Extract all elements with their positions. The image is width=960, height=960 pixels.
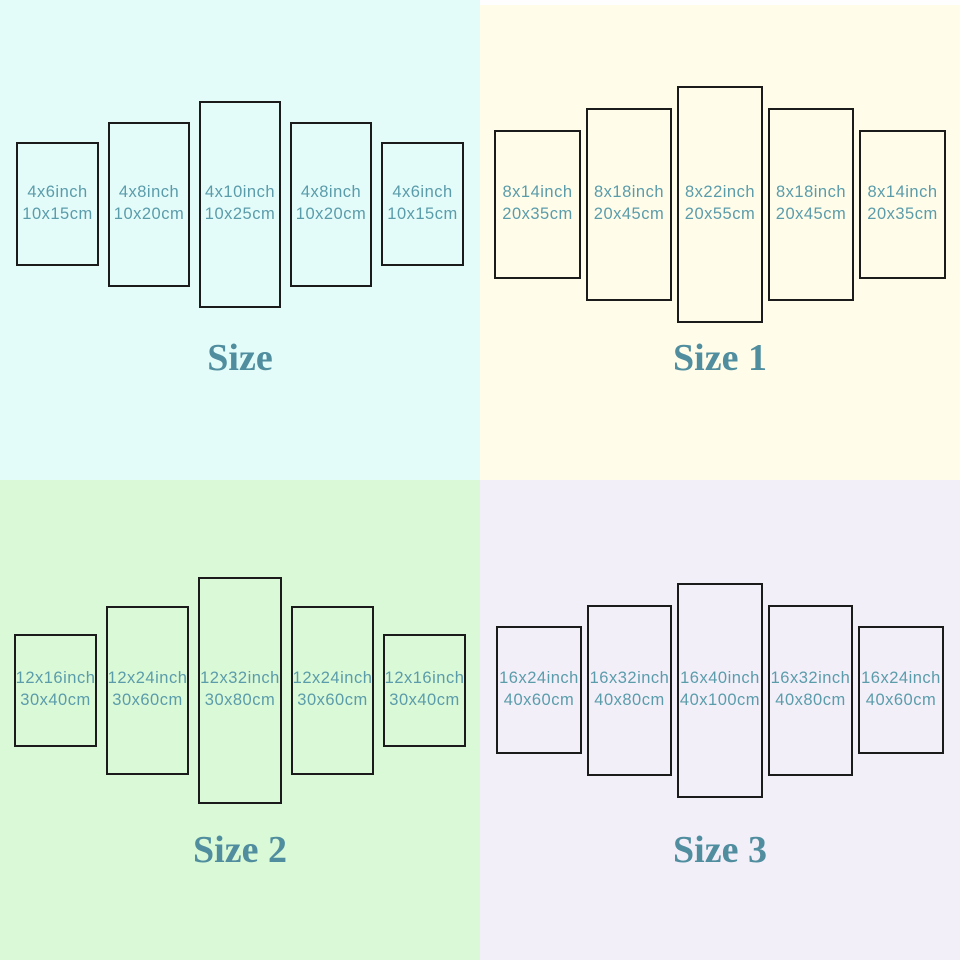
panel-inch-label: 4x6inch bbox=[392, 183, 453, 202]
panel-inch-label: 8x14inch bbox=[867, 183, 938, 202]
size-panel: 12x16inch 30x40cm bbox=[14, 633, 97, 747]
panel-cm-label: 40x80cm bbox=[775, 691, 846, 709]
size-panel: 8x18inch 20x45cm bbox=[768, 107, 854, 301]
panel-cm-label: 10x20cm bbox=[113, 205, 185, 223]
panel-cm-label: 30x60cm bbox=[297, 691, 368, 709]
size-panel: 12x24inch 30x60cm bbox=[106, 605, 189, 775]
quadrant-title: Size 1 bbox=[673, 337, 767, 379]
panel-inch-label: 4x8inch bbox=[118, 183, 180, 202]
panel-cm-label: 20x45cm bbox=[775, 205, 847, 223]
quadrant-title: Size 3 bbox=[673, 829, 767, 871]
panel-cm-label: 30x40cm bbox=[389, 691, 460, 709]
panel-cm-label: 10x25cm bbox=[204, 205, 276, 223]
panel-inch-label: 16x40inch bbox=[680, 669, 760, 688]
quadrant-size-1: 8x14inch 20x35cm 8x18inch 20x45cm 8x22in… bbox=[480, 0, 960, 480]
panel-cm-label: 30x60cm bbox=[112, 691, 183, 709]
size-panel: 16x32inch 40x80cm bbox=[587, 604, 672, 776]
panel-cm-label: 10x15cm bbox=[387, 205, 458, 223]
panel-inch-label: 12x32inch bbox=[200, 669, 280, 688]
panel-row: 12x16inch 30x40cm 12x24inch 30x60cm 12x3… bbox=[0, 576, 480, 804]
size-panel: 12x32inch 30x80cm bbox=[198, 576, 282, 804]
panel-inch-label: 12x24inch bbox=[107, 669, 188, 688]
size-panel: 16x40inch 40x100cm bbox=[677, 582, 763, 798]
panel-cm-label: 10x20cm bbox=[295, 205, 367, 223]
size-panel: 12x16inch 30x40cm bbox=[383, 633, 466, 747]
size-panel: 8x18inch 20x45cm bbox=[586, 107, 672, 301]
panel-inch-label: 4x8inch bbox=[300, 183, 362, 202]
quadrant-size: 4x6inch 10x15cm 4x8inch 10x20cm 4x10inch… bbox=[0, 0, 480, 480]
size-panel: 4x8inch 10x20cm bbox=[290, 121, 372, 287]
quadrant-size-2: 12x16inch 30x40cm 12x24inch 30x60cm 12x3… bbox=[0, 480, 480, 960]
panel-inch-label: 16x32inch bbox=[589, 669, 670, 688]
panel-inch-label: 8x14inch bbox=[502, 183, 573, 202]
quadrant-title: Size 2 bbox=[193, 829, 287, 871]
panel-cm-label: 30x40cm bbox=[20, 691, 91, 709]
panel-cm-label: 40x100cm bbox=[679, 691, 761, 709]
panel-cm-label: 40x80cm bbox=[594, 691, 665, 709]
size-panel: 16x32inch 40x80cm bbox=[768, 604, 853, 776]
quadrant-title: Size bbox=[207, 337, 273, 379]
white-strip bbox=[480, 0, 960, 5]
size-panel: 16x24inch 40x60cm bbox=[496, 626, 582, 754]
panel-cm-label: 20x35cm bbox=[867, 205, 938, 223]
size-panel: 4x6inch 10x15cm bbox=[16, 142, 99, 266]
panel-inch-label: 4x6inch bbox=[27, 183, 88, 202]
panel-cm-label: 40x60cm bbox=[503, 691, 575, 709]
panel-inch-label: 12x16inch bbox=[15, 669, 96, 688]
panel-cm-label: 30x80cm bbox=[204, 691, 276, 709]
size-panel: 12x24inch 30x60cm bbox=[291, 605, 374, 775]
panel-inch-label: 16x24inch bbox=[861, 669, 941, 688]
size-panel: 8x14inch 20x35cm bbox=[859, 129, 946, 279]
panel-inch-label: 8x18inch bbox=[593, 183, 665, 202]
panel-inch-label: 4x10inch bbox=[204, 183, 276, 202]
panel-inch-label: 8x18inch bbox=[775, 183, 847, 202]
size-panel: 4x10inch 10x25cm bbox=[199, 100, 281, 308]
panel-row: 8x14inch 20x35cm 8x18inch 20x45cm 8x22in… bbox=[480, 85, 960, 323]
panel-cm-label: 10x15cm bbox=[22, 205, 93, 223]
panel-row: 4x6inch 10x15cm 4x8inch 10x20cm 4x10inch… bbox=[0, 100, 480, 308]
panel-cm-label: 20x35cm bbox=[502, 205, 573, 223]
panel-inch-label: 12x24inch bbox=[292, 669, 373, 688]
size-panel: 16x24inch 40x60cm bbox=[858, 626, 944, 754]
panel-inch-label: 16x24inch bbox=[499, 669, 579, 688]
panel-inch-label: 12x16inch bbox=[384, 669, 465, 688]
size-panel: 4x8inch 10x20cm bbox=[108, 121, 190, 287]
panel-cm-label: 40x60cm bbox=[865, 691, 937, 709]
panel-cm-label: 20x55cm bbox=[684, 205, 756, 223]
quadrant-size-3: 16x24inch 40x60cm 16x32inch 40x80cm 16x4… bbox=[480, 480, 960, 960]
panel-cm-label: 20x45cm bbox=[593, 205, 665, 223]
size-panel: 8x22inch 20x55cm bbox=[677, 85, 763, 323]
panel-row: 16x24inch 40x60cm 16x32inch 40x80cm 16x4… bbox=[480, 582, 960, 798]
panel-inch-label: 16x32inch bbox=[770, 669, 851, 688]
size-panel: 8x14inch 20x35cm bbox=[494, 129, 581, 279]
size-panel: 4x6inch 10x15cm bbox=[381, 142, 464, 266]
panel-inch-label: 8x22inch bbox=[684, 183, 756, 202]
